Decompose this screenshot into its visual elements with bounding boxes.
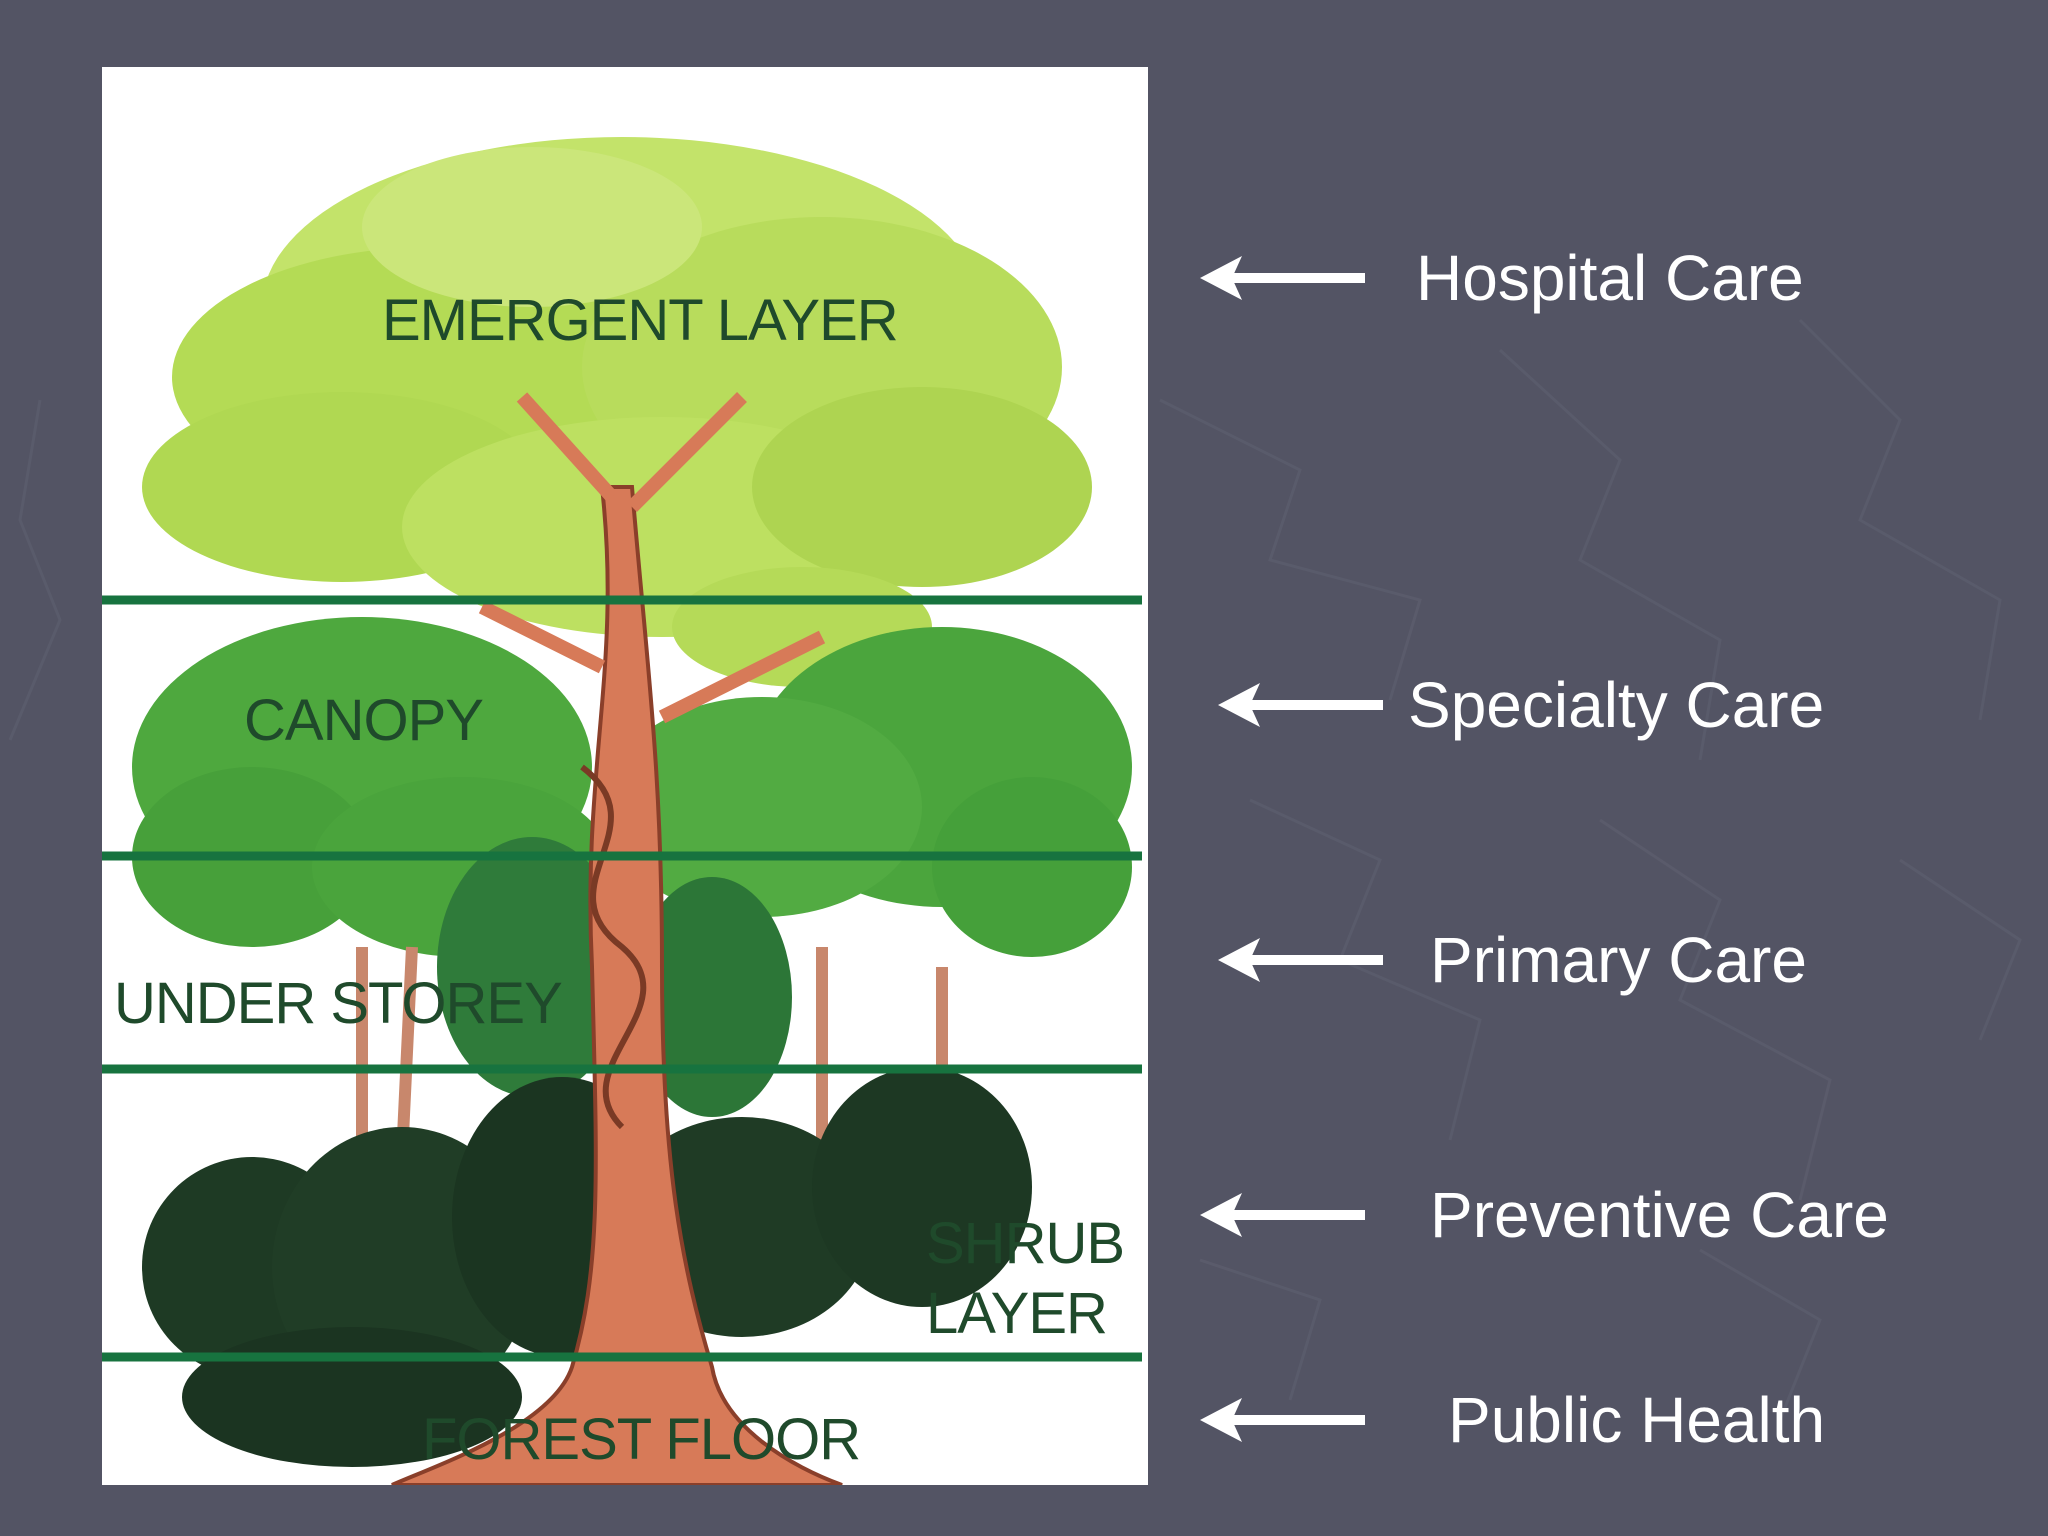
- label-shrub: SHRUB: [926, 1211, 1125, 1276]
- forest-drawing: [102, 137, 1142, 1485]
- left-arrow-icon: [1218, 683, 1383, 727]
- label-canopy: CANOPY: [244, 688, 484, 753]
- care-label-specialty: Specialty Care: [1408, 669, 1825, 741]
- care-row-public-health: Public Health: [1200, 1380, 2020, 1460]
- care-row-preventive: Preventive Care: [1200, 1175, 2020, 1255]
- label-under-storey: UNDER STOREY: [114, 971, 563, 1036]
- care-label-preventive: Preventive Care: [1430, 1179, 1889, 1251]
- label-emergent-layer: EMERGENT LAYER: [382, 288, 899, 353]
- left-arrow-icon: [1200, 1398, 1365, 1442]
- layer-dividers: [102, 595, 1142, 1362]
- forest-layers-illustration: EMERGENT LAYER CANOPY UNDER STOREY SHRUB…: [102, 67, 1148, 1485]
- left-arrow-icon: [1200, 1193, 1365, 1237]
- label-forest-floor: FOREST FLOOR: [422, 1407, 861, 1472]
- understorey-foliage: [356, 837, 948, 1177]
- left-arrow-icon: [1200, 256, 1365, 300]
- care-row-specialty: Specialty Care: [1200, 665, 2020, 745]
- care-label-public-health: Public Health: [1448, 1384, 1826, 1456]
- canopy-foliage: [132, 617, 1132, 957]
- care-row-hospital: Hospital Care: [1200, 238, 2020, 318]
- care-label-primary: Primary Care: [1430, 924, 1807, 996]
- care-row-primary: Primary Care: [1200, 920, 2020, 1000]
- label-layer: LAYER: [926, 1281, 1108, 1346]
- care-label-hospital: Hospital Care: [1416, 242, 1804, 314]
- left-arrow-icon: [1218, 938, 1383, 982]
